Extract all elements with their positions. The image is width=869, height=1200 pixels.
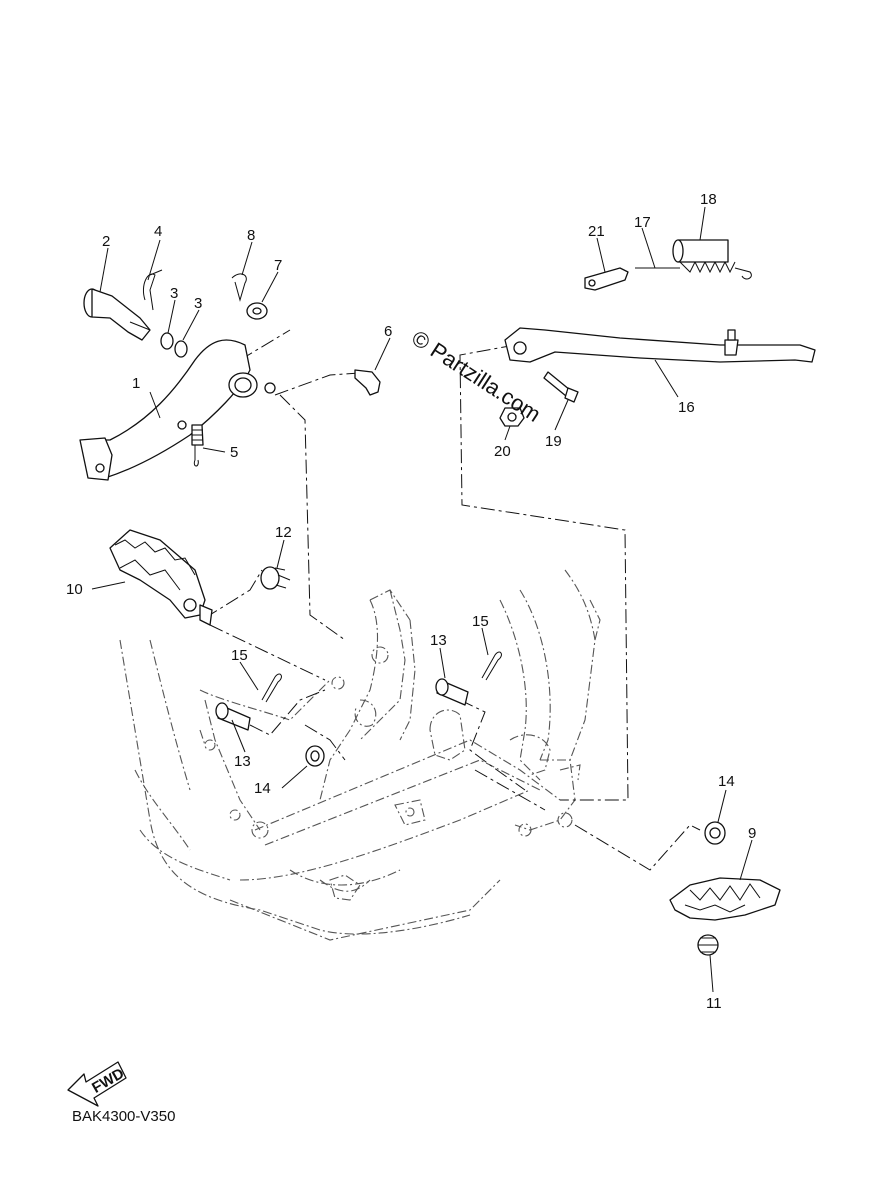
damper-right	[704, 821, 726, 845]
pivot-bolt	[83, 288, 151, 341]
cotter-pin	[481, 651, 502, 681]
callout-5: 5	[230, 444, 238, 461]
callout-21: 21	[588, 223, 605, 240]
callout-18: 18	[700, 191, 717, 208]
washer	[246, 302, 268, 320]
callout-4: 4	[154, 223, 162, 240]
callout-10: 10	[66, 581, 83, 598]
cotter-pin	[261, 673, 282, 703]
brake-pedal	[79, 339, 276, 481]
frame-outline	[119, 569, 601, 941]
callout-11: 11	[706, 995, 722, 1012]
callout-12: 12	[275, 524, 292, 541]
callout-9: 9	[748, 825, 756, 842]
callout-14: 14	[718, 773, 735, 790]
footrest-spring	[260, 566, 291, 590]
side-stand	[504, 327, 816, 363]
callout-14: 14	[254, 780, 271, 797]
clip-pin	[142, 269, 163, 311]
callout-13: 13	[430, 632, 447, 649]
footrest-pin-right	[435, 678, 469, 706]
damper-left	[305, 745, 325, 767]
cotter-pin	[231, 273, 247, 302]
callout-3: 3	[170, 285, 178, 302]
spring-bracket	[584, 267, 629, 291]
callout-20: 20	[494, 443, 511, 460]
footrest-right	[669, 877, 781, 921]
callout-6: 6	[384, 323, 392, 340]
bolt	[354, 369, 381, 396]
side-stand-spring	[635, 260, 752, 280]
brake-spring	[191, 424, 204, 467]
o-ring	[174, 340, 188, 358]
callout-16: 16	[678, 399, 695, 416]
callout-3: 3	[194, 295, 202, 312]
fwd-arrow-icon: FWD	[67, 1061, 127, 1107]
callouts: 1 2 3 3 4 5 6 7 8 9 10 11 12 13 13 14 14…	[66, 191, 756, 1012]
callout-1: 1	[132, 375, 140, 392]
leader-lines	[91, 206, 753, 993]
footrest-right-spring	[697, 934, 719, 956]
footrest-pin-left	[215, 702, 251, 731]
callout-7: 7	[274, 257, 282, 274]
diagram-code: BAK4300-V350	[72, 1108, 175, 1125]
callout-15: 15	[231, 647, 248, 664]
callout-2: 2	[102, 233, 110, 250]
assembly-lines	[204, 329, 701, 871]
footrest-left	[109, 529, 213, 626]
callout-8: 8	[247, 227, 255, 244]
side-stand-bolt	[543, 371, 579, 403]
callout-19: 19	[545, 433, 562, 450]
nut	[499, 407, 525, 427]
callout-17: 17	[634, 214, 651, 231]
callout-13: 13	[234, 753, 251, 770]
callout-15: 15	[472, 613, 489, 630]
o-ring	[160, 332, 174, 350]
spring-sleeve	[672, 239, 729, 263]
